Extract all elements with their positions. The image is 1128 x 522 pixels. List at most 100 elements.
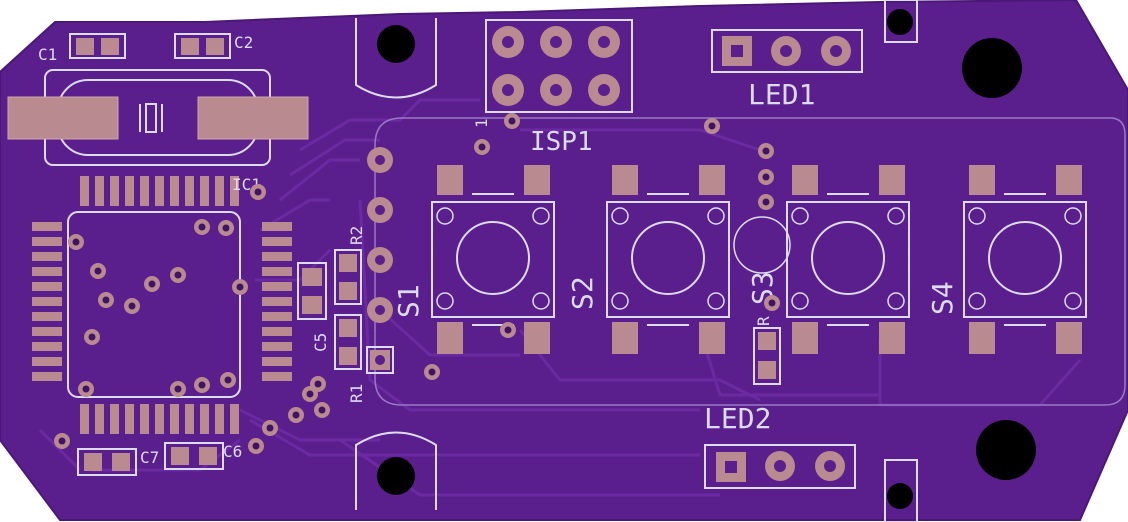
via-drill xyxy=(508,117,516,125)
via-drill xyxy=(236,283,244,291)
ic-pin-pad xyxy=(262,357,292,366)
cap-c1-footprint xyxy=(69,33,126,59)
label-c6: C6 xyxy=(223,442,242,461)
ic-pin-pad xyxy=(80,176,89,206)
label-led2: LED2 xyxy=(704,402,771,435)
ic-pin-pad xyxy=(95,176,104,206)
via-drill xyxy=(762,173,770,181)
ic-pin-pad xyxy=(32,222,62,231)
ic-pin-pad xyxy=(262,267,292,276)
isp-pin-drill xyxy=(550,36,562,48)
ic-pin-pad xyxy=(155,176,164,206)
via-drill xyxy=(478,143,486,151)
ic-pin-pad xyxy=(230,176,239,206)
ic-pin-pad xyxy=(32,327,62,336)
cap-c7-footprint xyxy=(77,448,137,476)
via-drill xyxy=(266,424,274,432)
ic-pin-pad xyxy=(262,297,292,306)
ic-pin-pad xyxy=(32,297,62,306)
via-drill xyxy=(58,437,66,445)
ic-pin-pad xyxy=(262,237,292,246)
via-drill xyxy=(88,333,96,341)
ic-pin-pad xyxy=(110,404,119,434)
isp-pin-drill xyxy=(502,36,514,48)
ic-pin-pad xyxy=(185,404,194,434)
label-r-small: R xyxy=(754,316,773,326)
pushbutton-footprint-icon xyxy=(963,165,1087,354)
ic-pin-pad xyxy=(200,176,209,206)
label-c7: C7 xyxy=(140,448,159,467)
label-r2: R2 xyxy=(347,226,366,245)
ic-pin-pad xyxy=(95,404,104,434)
led2-header xyxy=(704,444,856,489)
copper-traces xyxy=(38,98,1082,497)
via-drill xyxy=(762,147,770,155)
label-s2: S2 xyxy=(566,276,599,310)
pushbutton-footprint-icon xyxy=(606,165,730,354)
header-s1 xyxy=(366,147,394,374)
ic-pin-pad xyxy=(185,176,194,206)
ic-pin-pad xyxy=(125,404,134,434)
led-outline-circle xyxy=(733,216,791,274)
label-r1: R1 xyxy=(347,384,366,403)
cap-c2-footprint xyxy=(174,33,231,59)
via-drill xyxy=(94,267,102,275)
ic-pin-pad xyxy=(262,282,292,291)
via-drill xyxy=(292,411,300,419)
label-c1: C1 xyxy=(38,45,57,64)
crystal-footprint xyxy=(7,69,309,166)
ic-pin-pad xyxy=(262,327,292,336)
via-drill xyxy=(222,224,230,232)
via-drill xyxy=(318,406,326,414)
via-drill xyxy=(314,380,322,388)
label-isp1-pin1: 1 xyxy=(472,118,491,128)
ic-pin-pad xyxy=(32,252,62,261)
ic-pin-pad xyxy=(230,404,239,434)
via-drill xyxy=(102,296,110,304)
via-drill xyxy=(762,198,770,206)
label-c5: C5 xyxy=(311,333,330,352)
ic-pin-pad xyxy=(155,404,164,434)
via-drill xyxy=(198,381,206,389)
ic-pin-pad xyxy=(125,176,134,206)
via-drill xyxy=(128,302,136,310)
label-c2: C2 xyxy=(234,33,253,52)
cap-c5-footprint xyxy=(297,262,327,320)
keepout-outline xyxy=(374,117,1126,406)
label-s1: S1 xyxy=(392,284,425,318)
cap-c6-footprint xyxy=(164,442,224,470)
pushbutton-footprint-icon xyxy=(786,165,910,354)
ic-pin-pad xyxy=(32,312,62,321)
led1-header xyxy=(711,29,863,73)
via-drill xyxy=(504,326,512,334)
ic-pin-pad xyxy=(32,342,62,351)
via-drill xyxy=(708,122,716,130)
via-drill xyxy=(174,271,182,279)
ic-pin-pad xyxy=(32,372,62,381)
via-drill xyxy=(224,376,232,384)
ic-pin-pad xyxy=(170,404,179,434)
ic-pin-pad xyxy=(200,404,209,434)
resistor-r2-footprint xyxy=(334,249,362,305)
crystal-symbol-icon xyxy=(139,103,163,133)
mounting-hole-icon xyxy=(355,0,1036,522)
ic-pin-pad xyxy=(80,404,89,434)
ic1-footprint xyxy=(32,176,292,434)
label-led1: LED1 xyxy=(748,78,815,111)
resistor-small-footprint xyxy=(753,327,781,385)
ic-pin-pad xyxy=(215,404,224,434)
via-drill xyxy=(428,368,436,376)
via-drill xyxy=(254,188,262,196)
ic-pin-pad xyxy=(262,222,292,231)
ic-pin-pad xyxy=(262,372,292,381)
ic-pin-pad xyxy=(32,357,62,366)
ic-pin-pad xyxy=(110,176,119,206)
ic-pin-pad xyxy=(32,267,62,276)
ic-pin-pad xyxy=(262,312,292,321)
ic-pin-pad xyxy=(262,342,292,351)
isp-pin-drill xyxy=(598,84,610,96)
via-drill xyxy=(174,385,182,393)
ic-pin-pad xyxy=(32,282,62,291)
ic-pin-pad xyxy=(140,176,149,206)
